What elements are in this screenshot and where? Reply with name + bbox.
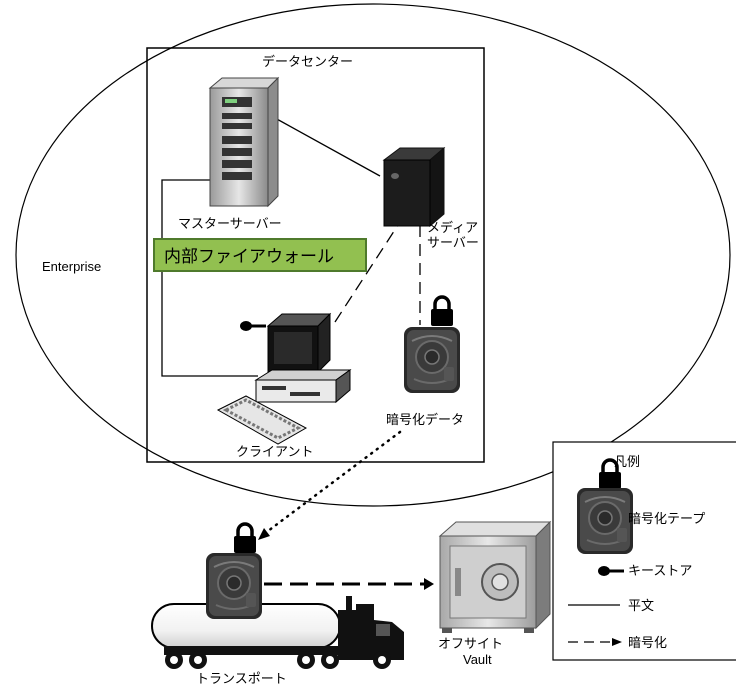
legend-item-encrypted-tape: 暗号化テープ: [628, 512, 705, 527]
media-server-label-line2: サーバー: [427, 236, 479, 251]
transport-label: トランスポート: [196, 672, 287, 687]
media-server-label-line1: メディア: [427, 220, 478, 236]
link-truck-vault-arrowhead: [424, 578, 434, 590]
legend-tape-icon: [576, 487, 634, 555]
legend-item-key-store: キーストア: [628, 564, 692, 579]
client-key-icon: [240, 321, 266, 331]
internal-firewall-label: 内部ファイアウォール: [164, 247, 334, 267]
link-master-client: [161, 179, 258, 377]
master-server-label: マスターサーバー: [178, 217, 282, 232]
encrypted-tape-lock-icon: [429, 295, 455, 328]
data-center-label: データセンター: [262, 54, 353, 70]
media-server-icon: [382, 146, 446, 228]
link-client-media: [334, 221, 401, 323]
transport-tape-icon: [205, 552, 263, 620]
legend-title: 凡例: [614, 455, 640, 470]
legend-dashed-arrowhead: [612, 638, 622, 646]
encrypted-data-label: 暗号化データ: [386, 412, 464, 428]
transport-tape-lock-icon: [232, 522, 258, 555]
enterprise-label: Enterprise: [42, 259, 101, 274]
transport-path-dotted: [262, 430, 402, 536]
tanker-truck-icon: [151, 596, 404, 669]
link-master-media: [274, 117, 381, 177]
vault-label-line1: オフサイト: [438, 637, 503, 652]
client-computer-icon: [216, 312, 352, 445]
master-server-icon: [208, 76, 280, 208]
legend-item-plaintext: 平文: [628, 599, 654, 614]
internal-firewall-banner: [153, 238, 367, 272]
data-center-box: [146, 47, 485, 463]
encrypted-tape-icon: [403, 326, 461, 394]
vault-label-line2: Vault: [463, 652, 492, 667]
client-label: クライアント: [236, 445, 313, 460]
enterprise-boundary: [15, 3, 731, 507]
vault-safe-icon: [438, 520, 552, 633]
transport-path-arrowhead: [258, 528, 270, 540]
legend-item-encrypted: 暗号化: [628, 636, 667, 651]
